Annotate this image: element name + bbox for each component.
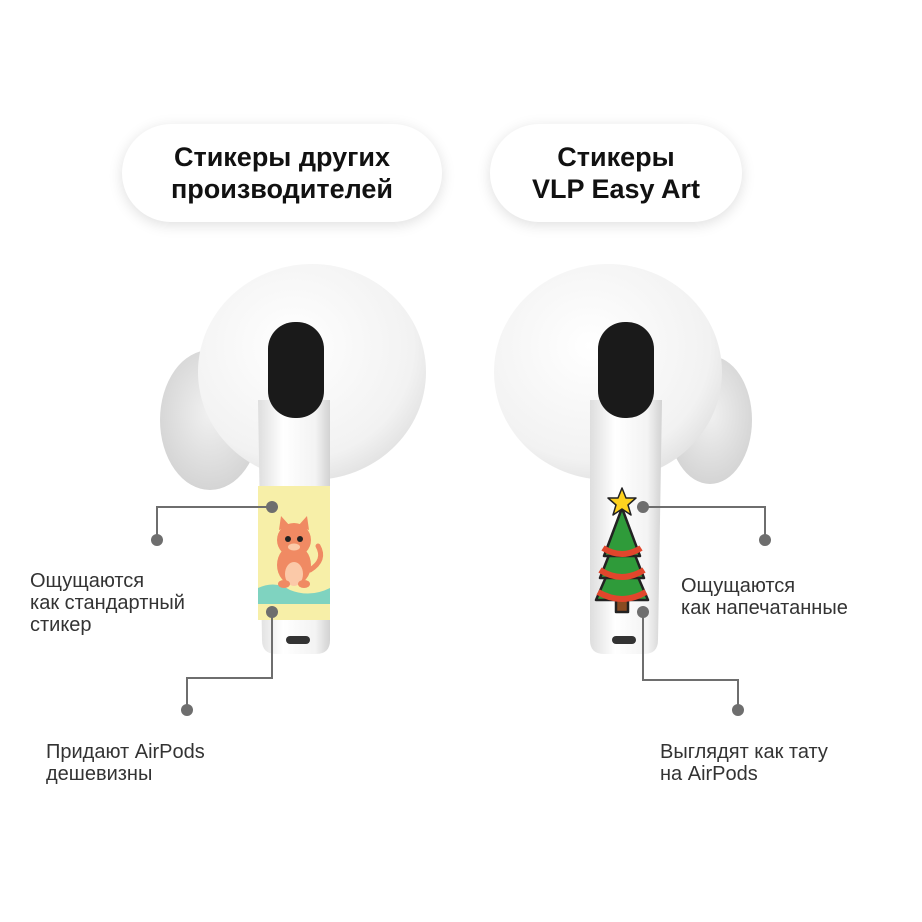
callout-line: Ощущаются bbox=[30, 570, 145, 592]
callout-line: как стандартный bbox=[30, 592, 185, 614]
callout-tattoo-look: Выглядят как тату на AirPods bbox=[660, 741, 828, 785]
pill-vlp-easy-art: Стикеры VLP Easy Art bbox=[490, 124, 742, 222]
callout-line: на AirPods bbox=[660, 763, 758, 785]
pill-left-line1: Стикеры других bbox=[173, 141, 391, 172]
pill-left-line2: производителей bbox=[170, 174, 394, 204]
callout-printed-feel: Ощущаются как напечатанные bbox=[681, 575, 848, 619]
callout-line: Ощущаются bbox=[681, 575, 796, 597]
callout-dots bbox=[151, 501, 771, 716]
pill-other-makers: Стикеры других производителей bbox=[122, 124, 442, 222]
callout-dot bbox=[266, 606, 278, 618]
callout-line: Придают AirPods bbox=[46, 741, 205, 763]
callout-standard-sticker: Ощущаются как стандартный стикер bbox=[30, 570, 185, 636]
right-sensor bbox=[598, 322, 654, 418]
callout-cheap-look: Придают AirPods дешевизны bbox=[46, 741, 205, 785]
right-earbud bbox=[494, 264, 752, 654]
callout-dot bbox=[637, 606, 649, 618]
callout-line: Выглядят как тату bbox=[660, 741, 828, 763]
christmas-tree-icon bbox=[594, 487, 650, 614]
pill-right-line2: VLP Easy Art bbox=[531, 174, 701, 204]
callout-line: дешевизны bbox=[46, 763, 153, 785]
callout-dot bbox=[181, 704, 193, 716]
left-mic-grille bbox=[286, 636, 310, 644]
callout-dot bbox=[637, 501, 649, 513]
callout-line: стикер bbox=[30, 614, 92, 636]
right-mic-grille bbox=[612, 636, 636, 644]
left-earbud bbox=[160, 264, 426, 654]
callout-line: как напечатанные bbox=[681, 597, 848, 619]
callout-dot bbox=[151, 534, 163, 546]
callout-lines bbox=[156, 506, 766, 710]
callout-dot bbox=[732, 704, 744, 716]
left-sensor bbox=[268, 322, 324, 418]
pill-right-line1: Стикеры bbox=[557, 141, 675, 172]
callout-dot bbox=[759, 534, 771, 546]
callout-dot bbox=[266, 501, 278, 513]
